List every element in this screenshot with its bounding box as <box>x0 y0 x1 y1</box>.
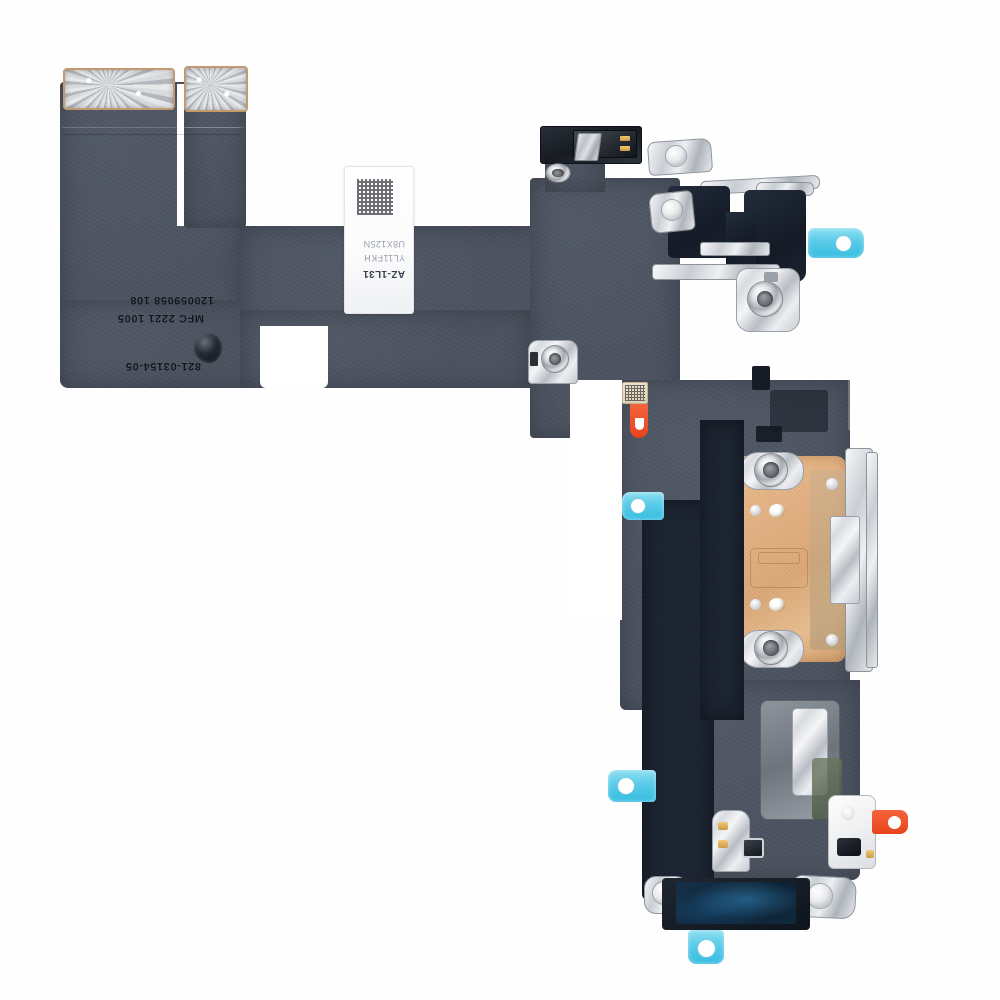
grommet-inner <box>552 168 564 178</box>
black-grommet <box>194 333 222 363</box>
flex-gap-cut <box>570 380 622 620</box>
microphone-port-hole <box>841 806 855 820</box>
microphone-contact-pad <box>866 850 874 858</box>
qr-component-label <box>622 382 648 404</box>
flex-serial-text: 120059058 108 <box>129 294 214 306</box>
solder-pad-left <box>63 68 175 110</box>
flex-notch-cut <box>260 326 328 388</box>
main-flex-board-left-ear <box>60 300 260 388</box>
mid-grommet-slot <box>530 352 538 366</box>
grommet-inner <box>763 640 779 656</box>
antenna-clip-hole <box>666 146 686 166</box>
data-matrix-code <box>357 179 393 215</box>
adhesive-tab-bottom <box>688 930 724 964</box>
flex-fold-line-3 <box>186 127 244 128</box>
emi-shield-clip-hole <box>662 200 682 220</box>
charging-port-via-2 <box>769 504 785 518</box>
connector-shield-tab <box>574 133 602 161</box>
adhesive-tab-red <box>872 810 908 834</box>
port-shield-housing-inner <box>830 516 860 604</box>
screw-grommet-port-top <box>755 454 787 486</box>
screw-grommet-top-left <box>546 164 570 182</box>
microphone-ic-chip <box>837 838 861 856</box>
screw-grommet-upper-right <box>748 282 782 316</box>
solder-pad-right <box>184 66 248 112</box>
connector-gold-pin-2 <box>620 146 630 151</box>
service-label-line2: YL11FKH <box>363 253 405 263</box>
loudspeaker-ic-chip <box>742 838 764 858</box>
adhesive-tab-upper-right <box>808 228 864 258</box>
flex-edge-highlight <box>848 330 850 430</box>
flex-fold-line-2 <box>62 134 240 135</box>
adhesive-tab-hole <box>836 236 851 251</box>
charging-port-via-6 <box>826 634 838 646</box>
adhesive-tab-mid-left <box>622 492 664 520</box>
orange-pull-hook-eye <box>635 418 644 430</box>
bottom-antenna-hole-right <box>808 884 832 908</box>
qr-code <box>625 385 645 401</box>
emi-shield-inner-strap <box>700 242 770 256</box>
flex-dark-patch <box>770 390 828 432</box>
service-label-text-block: U8X125N YL11FKH AZ-1L31 <box>353 237 407 283</box>
adhesive-tab-lower-left <box>608 770 656 802</box>
adhesive-tab-hole <box>888 816 901 829</box>
adhesive-tab-hole <box>698 940 715 957</box>
grommet-inner <box>756 290 774 308</box>
bracket-slot <box>764 272 778 282</box>
flex-mfc-text: MFC 2221 1005 <box>117 312 204 324</box>
charging-port-via-3 <box>750 599 761 610</box>
emi-shield-bracket-bridge <box>726 212 756 264</box>
lower-navy-flex-block <box>700 420 744 720</box>
loudspeaker-contact-2 <box>718 840 728 848</box>
flex-black-pad-a <box>752 366 770 390</box>
charging-port-via-1 <box>750 505 761 516</box>
loudspeaker-contact-1 <box>718 822 728 830</box>
service-label-line3: AZ-1L31 <box>362 268 405 279</box>
service-label: U8X125N YL11FKH AZ-1L31 <box>344 166 414 314</box>
grommet-inner <box>763 462 779 478</box>
screw-grommet-middle <box>542 346 568 372</box>
charging-port-etch-2 <box>758 552 800 564</box>
adhesive-tab-hole <box>618 778 634 794</box>
adhesive-tab-hole <box>631 499 645 513</box>
screw-grommet-port-bottom <box>755 632 787 664</box>
bottom-antenna-trace <box>676 882 796 924</box>
flex-part-number-text: 821-03154-05 <box>125 360 201 372</box>
service-label-line1: U8X125N <box>363 239 405 249</box>
connector-gold-pin-1 <box>620 136 630 141</box>
flex-fold-line-1 <box>62 127 240 128</box>
charging-port-via-4 <box>769 598 785 612</box>
charging-port-etch <box>750 548 808 588</box>
charging-port-via-5 <box>826 478 838 490</box>
flex-slit <box>177 84 184 226</box>
grommet-inner <box>548 352 562 366</box>
port-shield-rail <box>866 452 878 668</box>
